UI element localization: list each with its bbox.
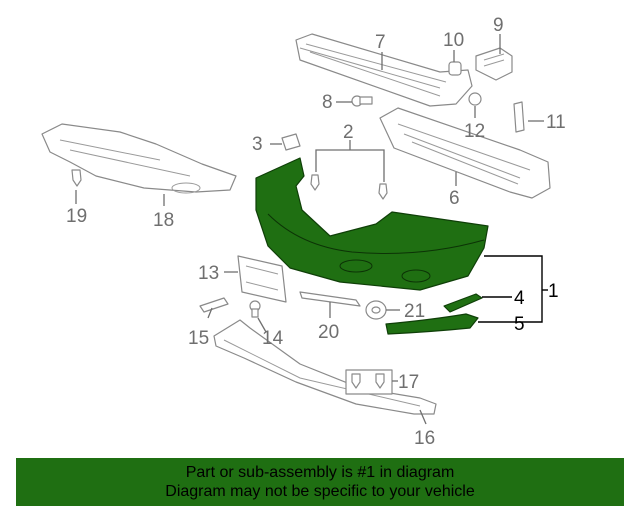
callout-13: 13	[198, 263, 219, 284]
strip-part-20	[299, 291, 361, 307]
parts-diagram: 1 2 3 4 5 6 7 8 9 10 11 12 13 14 15 16 1…	[41, 15, 566, 449]
trim-ring-part-21	[365, 300, 387, 320]
callout-7: 7	[375, 32, 386, 53]
callout-5: 5	[514, 314, 525, 335]
callout-1: 1	[548, 281, 559, 302]
lower-valance	[213, 319, 437, 415]
leader-lines	[75, 34, 544, 425]
callout-8: 8	[322, 92, 333, 113]
callout-14: 14	[262, 328, 284, 349]
bolt-part-8	[351, 95, 373, 107]
info-banner: Part or sub-assembly is #1 in diagram Di…	[16, 458, 624, 506]
callout-16: 16	[414, 428, 435, 449]
reinforcement-bar	[295, 33, 473, 107]
grille-insert	[443, 293, 483, 313]
callout-18: 18	[153, 210, 174, 231]
push-pins-part-2	[310, 174, 388, 200]
callout-numbers: 1 2 3 4 5 6 7 8 9 10 11 12 13 14 15 16 1…	[66, 15, 566, 449]
bumper-cover	[255, 157, 489, 291]
banner-line-2: Diagram may not be specific to your vehi…	[165, 483, 475, 500]
callout-9: 9	[493, 15, 504, 36]
energy-absorber	[379, 107, 551, 199]
callout-11: 11	[546, 112, 566, 133]
callout-21: 21	[404, 301, 425, 322]
callout-3: 3	[252, 134, 263, 155]
assembly-bracket-lines	[478, 255, 548, 323]
bracket-part-9	[475, 47, 513, 81]
clips-part-17	[345, 369, 393, 395]
bolt-part-14	[249, 300, 261, 318]
callout-20: 20	[318, 322, 339, 343]
pin-part-12	[468, 92, 482, 106]
banner-line-1: Part or sub-assembly is #1 in diagram	[185, 464, 455, 481]
air-deflector	[41, 123, 237, 194]
clip-part-10	[448, 61, 462, 76]
callout-4: 4	[514, 288, 525, 309]
callout-12: 12	[464, 121, 485, 142]
molding-strip	[385, 313, 479, 335]
callout-19: 19	[66, 206, 87, 227]
clip-part-19	[71, 169, 82, 187]
callout-6: 6	[449, 188, 460, 209]
callout-10: 10	[443, 30, 464, 51]
callout-15: 15	[188, 328, 209, 349]
license-bracket	[237, 255, 287, 303]
clip-part-15	[199, 297, 229, 313]
callout-2: 2	[343, 122, 354, 143]
bracket-part-11	[513, 101, 525, 133]
retainer-part-3	[281, 133, 301, 151]
callout-17: 17	[398, 372, 419, 393]
